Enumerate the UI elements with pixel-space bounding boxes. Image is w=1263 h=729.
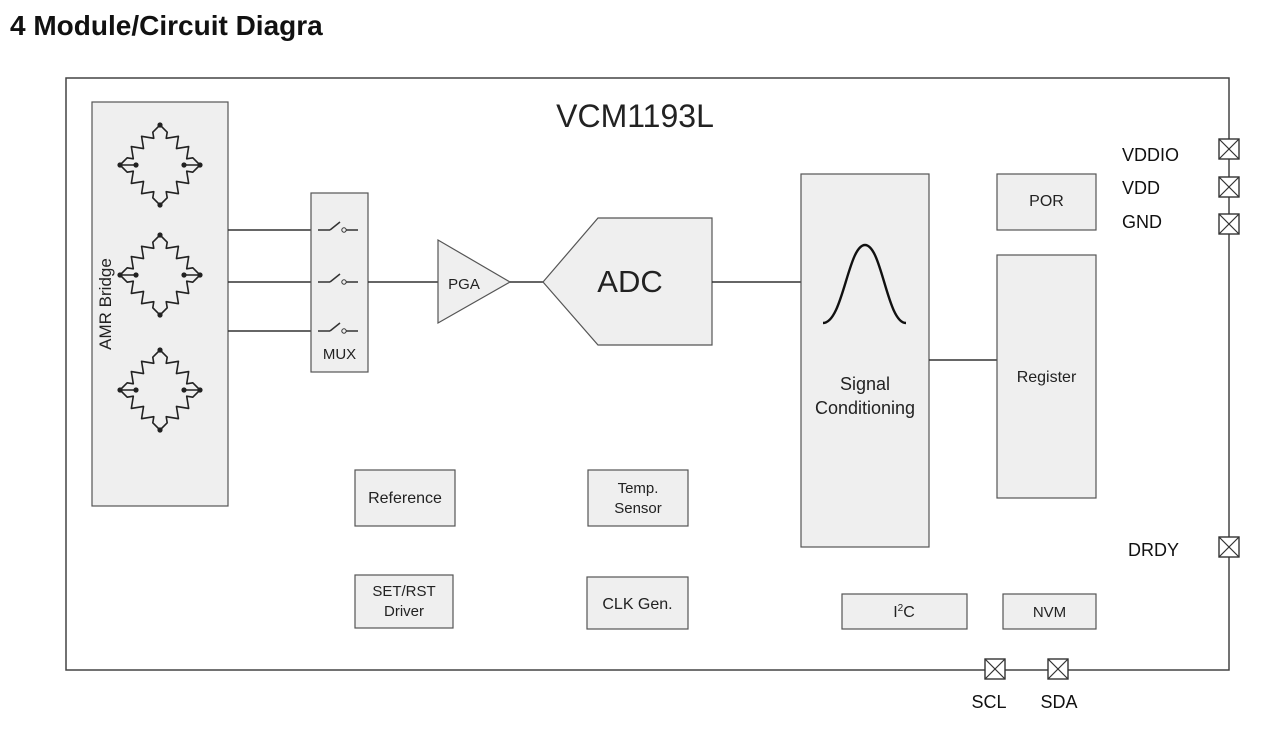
section-heading: 4 Module/Circuit Diagra (10, 10, 323, 41)
mux-label: MUX (323, 346, 356, 363)
set-rst-driver-block: SET/RST Driver (354, 574, 454, 629)
pin-label-vdd: VDD (1122, 178, 1160, 198)
por-label: POR (1029, 193, 1064, 210)
pin-label-vddio: VDDIO (1122, 145, 1179, 165)
resistor-bridge-icon (117, 232, 203, 318)
temp-sensor-label-line1: Temp. (618, 480, 659, 497)
gaussian-curve-icon (822, 243, 907, 325)
pin-label-gnd: GND (1122, 212, 1162, 232)
register-block: Register (996, 254, 1097, 499)
clk-gen-label: CLK Gen. (602, 596, 672, 613)
chip-outline (65, 77, 1230, 671)
pin-terminal-icon (1218, 536, 1240, 558)
adc-label: ADC (597, 264, 662, 299)
reference-block: Reference (354, 469, 456, 527)
i2c-label: I2C (893, 603, 915, 621)
signal-conditioning-block: Signal Conditioning (800, 173, 930, 548)
amr-bridge-block: AMR Bridge (91, 101, 229, 507)
pga-block: PGA (437, 238, 512, 325)
pin-vddio: VDDIO (1122, 138, 1240, 165)
pin-label-scl: SCL (971, 692, 1006, 712)
por-block: POR (996, 173, 1097, 231)
pin-terminal-icon (1218, 138, 1240, 160)
pin-label-sda: SDA (1040, 692, 1077, 712)
mux-block: MUX (310, 192, 369, 373)
pin-terminal-icon (1218, 213, 1240, 235)
set-rst-label-line1: SET/RST (372, 583, 435, 600)
nvm-block: NVM (1002, 593, 1097, 630)
pin-label-drdy: DRDY (1128, 540, 1179, 560)
adc-block: ADC (542, 217, 713, 346)
pin-gnd: GND (1122, 212, 1240, 235)
resistor-bridge-icon (117, 122, 203, 208)
pin-drdy: DRDY (1128, 536, 1240, 560)
pin-scl: SCL (971, 658, 1007, 712)
pga-label: PGA (448, 276, 480, 293)
signal-conditioning-label-line2: Conditioning (815, 398, 915, 418)
pin-terminal-icon (984, 658, 1006, 680)
chip-title: VCM1193L (556, 98, 714, 134)
reference-label: Reference (368, 490, 442, 507)
register-label: Register (1017, 369, 1077, 386)
pin-sda: SDA (1040, 658, 1078, 712)
signal-conditioning-label-line1: Signal (840, 374, 890, 394)
clk-gen-block: CLK Gen. (586, 576, 689, 630)
temp-sensor-block: Temp. Sensor (587, 469, 689, 527)
nvm-label: NVM (1033, 604, 1066, 621)
set-rst-label-line2: Driver (384, 603, 424, 620)
amr-bridge-label: AMR Bridge (96, 258, 115, 350)
switch-icon (318, 273, 358, 285)
resistor-bridge-icon (117, 347, 203, 433)
pin-terminal-icon (1047, 658, 1069, 680)
pin-vdd: VDD (1122, 176, 1240, 198)
i2c-block: I2C (841, 593, 968, 630)
switch-icon (318, 221, 358, 233)
switch-icon (318, 322, 358, 334)
pin-terminal-icon (1218, 176, 1240, 198)
temp-sensor-label-line2: Sensor (614, 500, 662, 517)
